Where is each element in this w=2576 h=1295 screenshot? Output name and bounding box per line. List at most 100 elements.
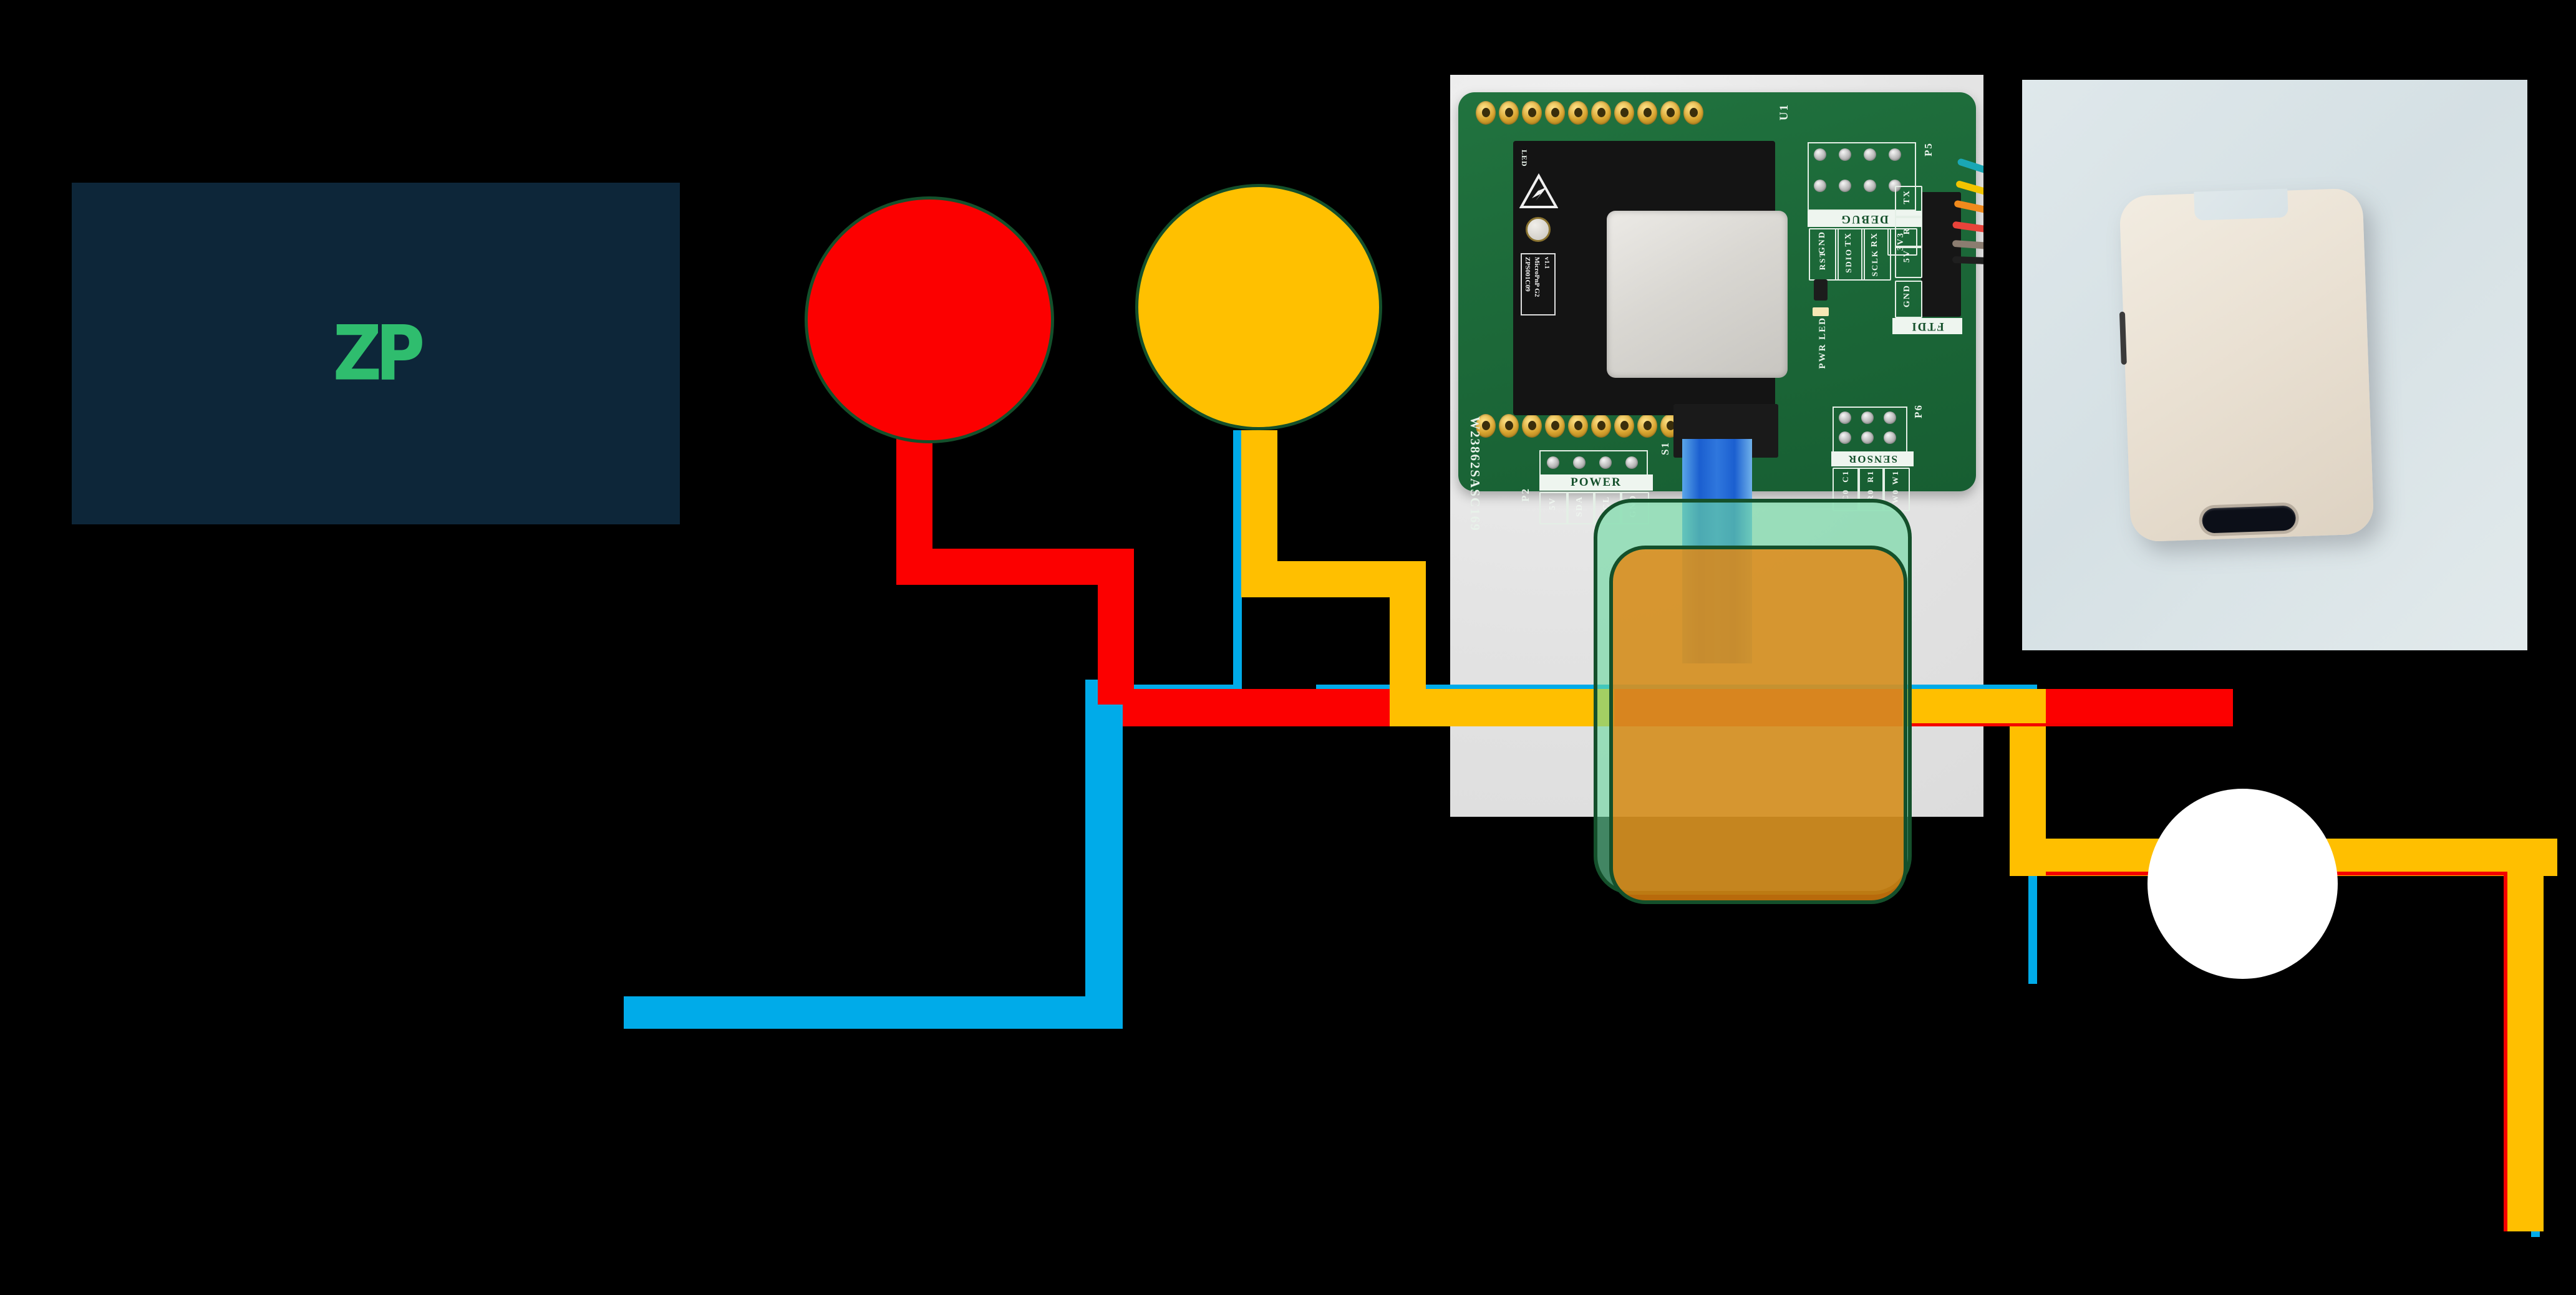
test-pad (1526, 217, 1551, 242)
tactile-switch (1814, 279, 1828, 301)
sensor-pad (1884, 431, 1896, 444)
debug-pad (1814, 148, 1826, 161)
yellow-wire-seg9 (2507, 839, 2544, 1231)
bottom-pin-header (1476, 414, 1703, 438)
led-silkscreen: LED (1520, 150, 1529, 167)
sensor-pad (1839, 431, 1851, 444)
power-pin-sda: SDA (1575, 496, 1584, 518)
header-pin (1545, 101, 1565, 125)
cable-wire-brown (1952, 239, 1983, 253)
white-node[interactable] (2147, 789, 2338, 979)
debug-pin-rx: RX (1870, 232, 1879, 248)
header-pin (1499, 101, 1519, 125)
yellow-wire-seg2 (1241, 561, 1416, 597)
sensor-pin-w0: W0 (1891, 489, 1900, 504)
cable-wire-red (1952, 221, 1983, 239)
zp-logo-text: ZP (332, 310, 425, 397)
ref-p2: P2 (1519, 488, 1531, 502)
sensor-pin-w1: W1 (1891, 470, 1900, 485)
silicone-case (2119, 188, 2375, 542)
power-pad (1625, 456, 1638, 469)
cable-wire-orange (1954, 200, 1983, 223)
header-pin (1637, 414, 1657, 438)
debug-pad (1864, 148, 1876, 161)
header-pin (1476, 101, 1496, 125)
ftdi-pin-gnd: GND (1902, 284, 1912, 308)
module-revision: v1.1 (1543, 257, 1551, 269)
header-pin (1683, 101, 1703, 125)
top-pin-header (1476, 101, 1703, 125)
ftdi-header-connector (1921, 192, 1961, 317)
red-wire-seg3 (1098, 549, 1134, 705)
ftdi-header-label: FTDI (1892, 318, 1962, 334)
power-pad (1547, 456, 1559, 469)
enclosure-photograph (2022, 80, 2527, 650)
module-product-name: MicroPnP G2 (1533, 257, 1541, 297)
header-pin (1614, 101, 1634, 125)
case-side-button (2119, 311, 2127, 365)
dark-logo-panel: ZP (72, 183, 680, 524)
blue-wire-vertical (1085, 680, 1123, 1029)
header-pin (1476, 414, 1496, 438)
sensor-header-pads (1833, 407, 1907, 453)
pwr-led-label: PWR LED (1818, 317, 1828, 369)
yellow-wire-seg3 (1390, 561, 1426, 711)
header-pin (1660, 101, 1680, 125)
red-wire-seg2 (896, 549, 1133, 585)
power-pin-5v: 5V (1548, 497, 1557, 511)
yellow-node[interactable] (1135, 184, 1382, 430)
orange-region-overlay[interactable] (1609, 546, 1907, 904)
header-pin (1591, 101, 1611, 125)
debug-pad (1839, 148, 1851, 161)
ftdi-pin-5v: 5V (1902, 249, 1912, 263)
debug-pin-sdio: SDIO (1844, 248, 1853, 273)
board-id-silkscreen: W23862SASC169 (1468, 416, 1483, 532)
header-pin (1522, 101, 1542, 125)
sensor-header-label: SENSOR (1831, 451, 1914, 466)
power-pad (1599, 456, 1612, 469)
power-header-pads (1539, 450, 1648, 476)
red-accent-4 (1909, 723, 2233, 726)
module-marking-box: ZPS001C09 MicroPnP G2 v1.1 (1521, 253, 1556, 315)
usb-c-port (2201, 505, 2297, 534)
yellow-wire-seg4 (1390, 689, 1614, 726)
ref-p5: P5 (1922, 142, 1934, 156)
debug-pad (1814, 180, 1826, 192)
header-pin (1591, 414, 1611, 438)
case-notch (2194, 188, 2288, 221)
debug-pin-tx: TX (1844, 232, 1853, 247)
debug-header-pads (1808, 142, 1916, 211)
module-shield-can (1607, 211, 1788, 378)
debug-pad (1889, 148, 1901, 161)
rf-module: LED ZPS001C09 MicroPnP G2 v1.1 (1513, 141, 1788, 415)
power-pad (1573, 456, 1586, 469)
red-node[interactable] (805, 196, 1054, 443)
led-indicator (1813, 307, 1829, 316)
header-pin (1545, 414, 1565, 438)
ref-p6: P6 (1912, 404, 1924, 418)
sensor-pad (1884, 412, 1896, 424)
ftdi-ribbon-cable (1939, 158, 1983, 276)
sensor-pad (1861, 412, 1874, 424)
esd-warning-icon (1519, 173, 1558, 208)
pcb-photograph: LED ZPS001C09 MicroPnP G2 v1.1 U1 W23862… (1450, 75, 1983, 817)
ftdi-pin-tx: TX (1902, 190, 1912, 205)
ref-u1: U1 (1778, 104, 1791, 121)
red-accent-3 (2308, 872, 2507, 875)
red-accent-2 (2504, 873, 2507, 1231)
debug-pin-sclk: SCLK (1870, 249, 1879, 277)
sensor-pad (1861, 431, 1874, 444)
ftdi-pin-table: TX RX 5V GND (1895, 186, 1922, 318)
ref-s1: S1 (1659, 441, 1671, 455)
module-part-number: ZPS001C09 (1524, 257, 1531, 292)
power-header-label: POWER (1539, 474, 1653, 491)
blue-wire-seg-top (1233, 430, 1242, 692)
sensor-pin-c1: C1 (1841, 470, 1850, 483)
header-pin (1637, 101, 1657, 125)
debug-pin-table: 3V3 RX SCLK TX SDIO GND RST (1808, 228, 1917, 281)
debug-pad (1864, 180, 1876, 192)
sensor-pin-r1: R1 (1866, 470, 1875, 483)
sensor-pad (1839, 412, 1851, 424)
header-pin (1568, 101, 1588, 125)
